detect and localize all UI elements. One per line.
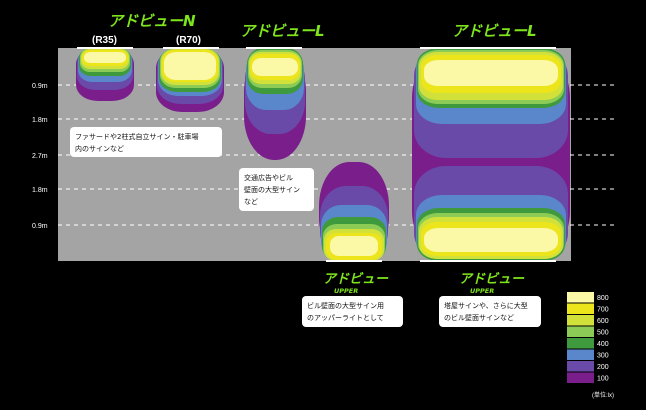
note-box — [70, 127, 222, 157]
legend-swatch — [567, 372, 594, 383]
distance-label: 2.7m — [32, 153, 48, 160]
note-line: 内のサインなど — [75, 144, 124, 153]
legend-label: 600 — [597, 318, 609, 325]
brand-adview-n: アドビューN — [108, 12, 196, 30]
legend-label: 300 — [597, 353, 609, 360]
distance-label: 0.9m — [32, 223, 48, 230]
note-traffic: 交通広告やビル 壁面の大型サイン など — [239, 168, 314, 211]
note-line: 交通広告やビル — [244, 173, 293, 182]
lux-zone-800 — [330, 236, 378, 256]
note-box — [439, 296, 541, 327]
distance-label: 1.8m — [32, 187, 48, 194]
legend-swatch — [567, 338, 594, 349]
model-r35: (R35) — [92, 35, 117, 46]
note-line: ファサードや2柱式自立サイン・駐車場 — [75, 132, 198, 141]
note-facade: ファサードや2柱式自立サイン・駐車場 内のサインなど — [70, 127, 222, 157]
legend-swatch — [567, 315, 594, 326]
legend-swatch — [567, 361, 594, 372]
note-line: のアッパーライトとして — [307, 314, 384, 322]
legend-label: 400 — [597, 341, 609, 348]
note-box — [302, 296, 403, 327]
adview-upper-distribution — [319, 162, 389, 261]
model-r70: (R70) — [176, 35, 201, 46]
note-line: 壁面の大型サイン — [244, 185, 300, 194]
lux-legend: 800 700 600 500 400 300 200 100 — [567, 292, 609, 383]
brand-adview-upper: アドビュー — [323, 271, 389, 287]
adview-l-distribution — [244, 48, 306, 160]
legend-swatch — [567, 349, 594, 360]
lux-zone-800 — [84, 52, 126, 63]
lux-zone-800 — [252, 58, 298, 76]
fixture-bars — [77, 47, 556, 262]
lux-zone-800 — [164, 52, 216, 80]
brand-upper-sub: UPPER — [334, 287, 358, 295]
distance-label: 0.9m — [32, 83, 48, 90]
legend-label: 500 — [597, 330, 609, 337]
brand-adview-l-large: アドビューL — [452, 22, 537, 40]
note-line: のビル壁面サインなど — [444, 313, 514, 322]
legend-swatch — [567, 303, 594, 314]
legend-label: 100 — [597, 376, 609, 383]
legend-label: 800 — [597, 295, 609, 302]
note-tower: 塔屋サインや、さらに大型 のビル壁面サインなど — [439, 296, 541, 327]
adview-n-r70-distribution — [156, 48, 224, 112]
note-line: など — [244, 198, 258, 206]
distance-label: 1.8m — [32, 117, 48, 124]
brand-upper-sub: UPPER — [470, 287, 494, 295]
adview-upper-large-distribution — [414, 166, 568, 261]
note-line: ビル壁面の大型サイン用 — [307, 301, 384, 310]
legend-swatch — [567, 292, 594, 303]
adview-n-r35-distribution — [76, 48, 134, 101]
note-box — [239, 168, 314, 211]
legend-label: 200 — [597, 364, 609, 371]
legend-unit: (単位:lx) — [592, 391, 614, 399]
legend-label: 700 — [597, 307, 609, 314]
legend-swatch — [567, 326, 594, 337]
note-upper: ビル壁面の大型サイン用 のアッパーライトとして — [302, 296, 403, 327]
lux-zone-800 — [424, 228, 558, 252]
note-line: 塔屋サインや、さらに大型 — [444, 301, 528, 310]
brand-adview-l: アドビューL — [240, 22, 325, 40]
lux-zone-800 — [424, 60, 558, 86]
brand-adview-upper-large: アドビュー — [459, 271, 525, 287]
